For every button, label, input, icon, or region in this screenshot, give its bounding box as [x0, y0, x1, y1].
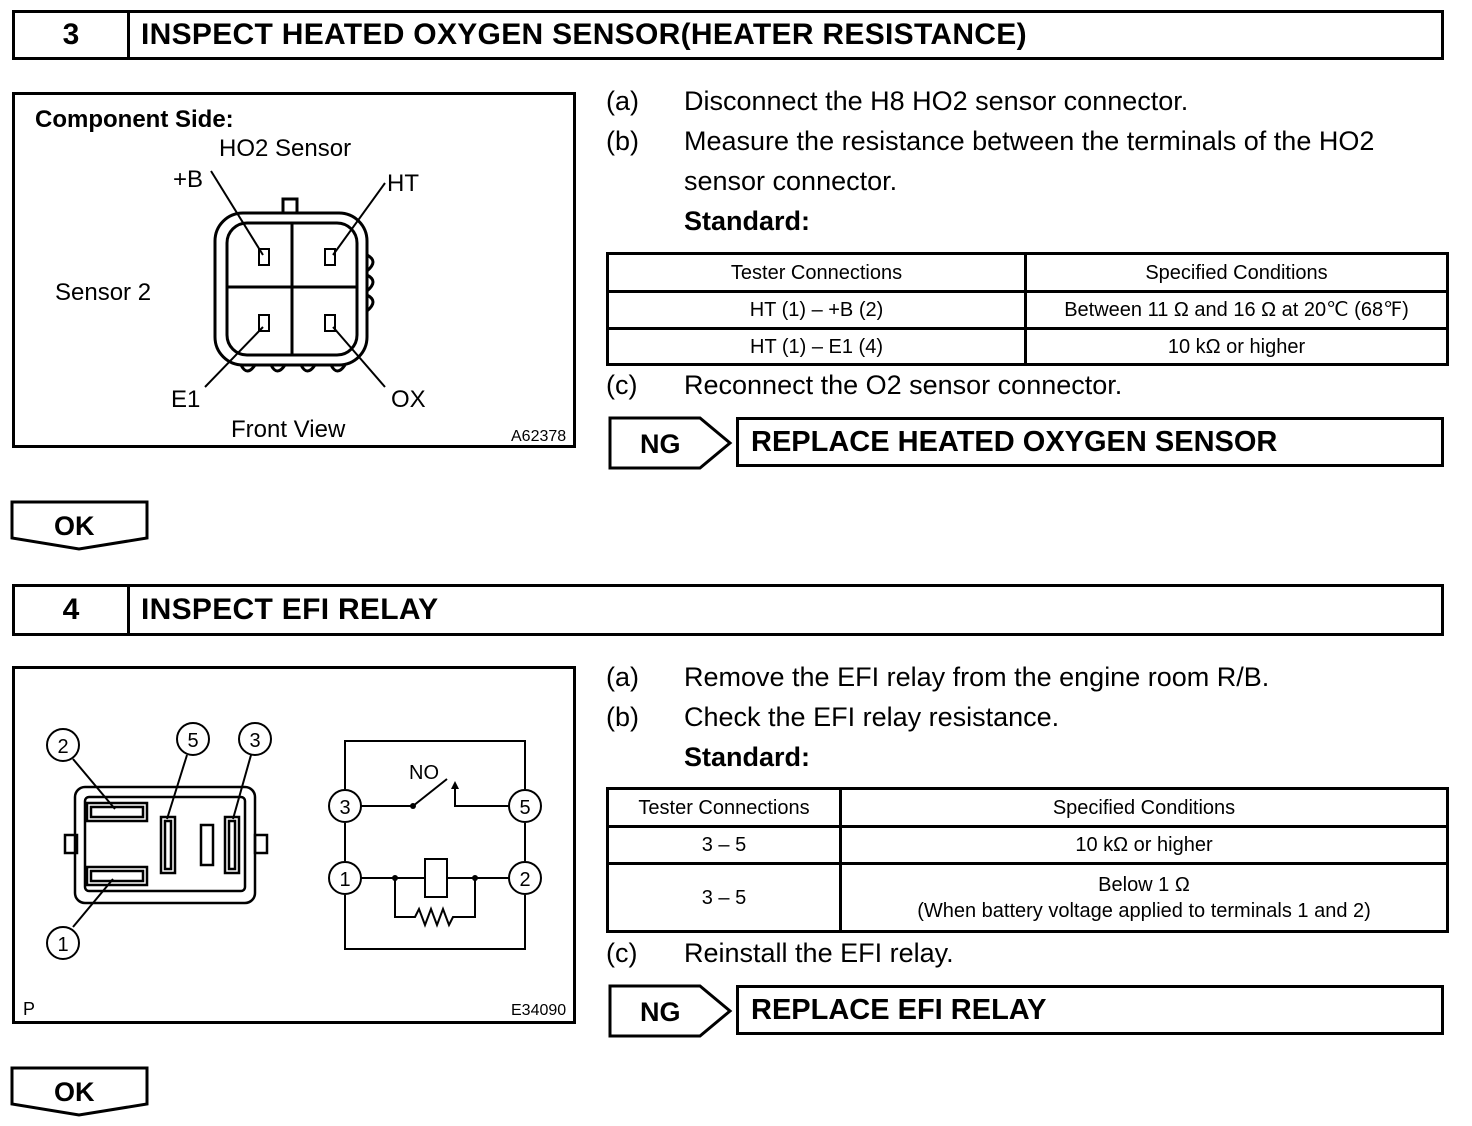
pin-label-e1: E1 — [171, 386, 200, 413]
pin-label-plus-b: +B — [173, 166, 203, 193]
table-header: Specified Conditions — [839, 787, 1449, 828]
efi-relay-diagram: 2 5 3 1 NO 3 5 1 — [23, 722, 566, 1019]
spec-table-ho2: Tester Connections Specified Conditions … — [606, 252, 1449, 366]
terminal-number: 3 — [339, 797, 350, 819]
front-view-label: Front View — [231, 416, 346, 443]
ho2-connector-diagram: Component Side: HO2 Sensor +B HT Sensor … — [35, 106, 566, 445]
contact-arrow — [451, 781, 459, 789]
terminal-number: 2 — [519, 869, 530, 891]
pin-number: 3 — [249, 730, 260, 752]
figure-code: A62378 — [511, 428, 566, 445]
sensor-position-label: Sensor 2 — [55, 279, 151, 306]
relay-pin-callouts — [46, 722, 272, 960]
ok-arrow-3[interactable]: OK — [10, 500, 150, 552]
terminal-number: 1 — [339, 869, 350, 891]
step-3b-continued: sensor connector. — [684, 166, 898, 196]
figure-code: E34090 — [511, 1002, 566, 1019]
terminal-number: 5 — [519, 797, 530, 819]
table-cell: HT (1) – +B (2) — [606, 290, 1027, 330]
pin-number: 5 — [187, 730, 198, 752]
section-title: INSPECT EFI RELAY — [141, 593, 439, 626]
table-header: Tester Connections — [606, 787, 842, 828]
ok-label: OK — [54, 1077, 95, 1107]
ho2-sensor-label: HO2 Sensor — [219, 135, 351, 162]
step-4c: (c)Reinstall the EFI relay. — [606, 938, 954, 968]
step-3a: (a)Disconnect the H8 HO2 sensor connecto… — [606, 86, 1189, 116]
section-number: 4 — [15, 587, 130, 633]
schematic-terminals — [328, 789, 542, 895]
table-row: HT (1) – +B (2) Between 11 Ω and 16 Ω at… — [606, 290, 1449, 330]
pin-number: 1 — [57, 934, 68, 956]
ng-arrow-4[interactable]: NG — [608, 984, 734, 1038]
table-row: 3 – 5 Below 1 Ω (When battery voltage ap… — [606, 862, 1449, 933]
standard-label: Standard: — [684, 206, 811, 236]
corner-letter: P — [23, 999, 35, 1019]
table-row: HT (1) – E1 (4) 10 kΩ or higher — [606, 327, 1449, 366]
spec-table-efi: Tester Connections Specified Conditions … — [606, 787, 1449, 933]
table-header: Tester Connections — [606, 252, 1027, 293]
ho2-sensor-figure: Component Side: HO2 Sensor +B HT Sensor … — [12, 92, 576, 448]
table-cell: Below 1 Ω (When battery voltage applied … — [839, 862, 1449, 933]
switch-label-no: NO — [409, 762, 439, 784]
step-3b: (b)Measure the resistance between the te… — [606, 126, 1375, 156]
table-header: Specified Conditions — [1024, 252, 1449, 293]
table-header-row: Tester Connections Specified Conditions — [606, 787, 1449, 828]
step-3c: (c)Reconnect the O2 sensor connector. — [606, 370, 1123, 400]
ok-arrow-4[interactable]: OK — [10, 1066, 150, 1118]
connector-outline — [213, 197, 375, 373]
table-header-row: Tester Connections Specified Conditions — [606, 252, 1449, 293]
ng-label: NG — [640, 997, 681, 1027]
section-title: INSPECT HEATED OXYGEN SENSOR(HEATER RESI… — [141, 18, 1027, 51]
ok-label: OK — [54, 511, 95, 541]
table-row: 3 – 5 10 kΩ or higher — [606, 825, 1449, 865]
pin-number: 2 — [57, 736, 68, 758]
standard-label: Standard: — [684, 742, 811, 772]
component-side-label: Component Side: — [35, 106, 234, 133]
connector-terminals — [258, 248, 336, 332]
relay-pin-leaders — [72, 754, 252, 928]
pin-label-ht: HT — [387, 170, 419, 197]
table-cell-line: Below 1 Ω — [1098, 873, 1190, 896]
relay-schematic — [344, 740, 526, 950]
relay-body — [63, 785, 269, 905]
table-cell: Between 11 Ω and 16 Ω at 20℃ (68℉) — [1024, 290, 1449, 330]
pin-label-ox: OX — [391, 386, 426, 413]
table-cell: HT (1) – E1 (4) — [606, 327, 1027, 366]
section-4-header: 4 INSPECT EFI RELAY — [12, 584, 1444, 636]
ng-label: NG — [640, 429, 681, 459]
efi-relay-figure: 2 5 3 1 NO 3 5 1 — [12, 666, 576, 1024]
table-cell: 10 kΩ or higher — [1024, 327, 1449, 366]
ng-action-4[interactable]: REPLACE EFI RELAY — [736, 985, 1444, 1035]
ng-action-3[interactable]: REPLACE HEATED OXYGEN SENSOR — [736, 417, 1444, 467]
table-cell-note: (When battery voltage applied to termina… — [917, 899, 1371, 922]
step-4a: (a)Remove the EFI relay from the engine … — [606, 662, 1270, 692]
table-cell: 3 – 5 — [606, 862, 842, 933]
section-number: 3 — [15, 13, 130, 57]
section-3-header: 3 INSPECT HEATED OXYGEN SENSOR(HEATER RE… — [12, 10, 1444, 60]
ng-arrow-3[interactable]: NG — [608, 416, 734, 470]
table-cell: 10 kΩ or higher — [839, 825, 1449, 865]
step-4b: (b)Check the EFI relay resistance. — [606, 702, 1060, 732]
pin-leader-lines — [204, 170, 386, 388]
table-cell: 3 – 5 — [606, 825, 842, 865]
